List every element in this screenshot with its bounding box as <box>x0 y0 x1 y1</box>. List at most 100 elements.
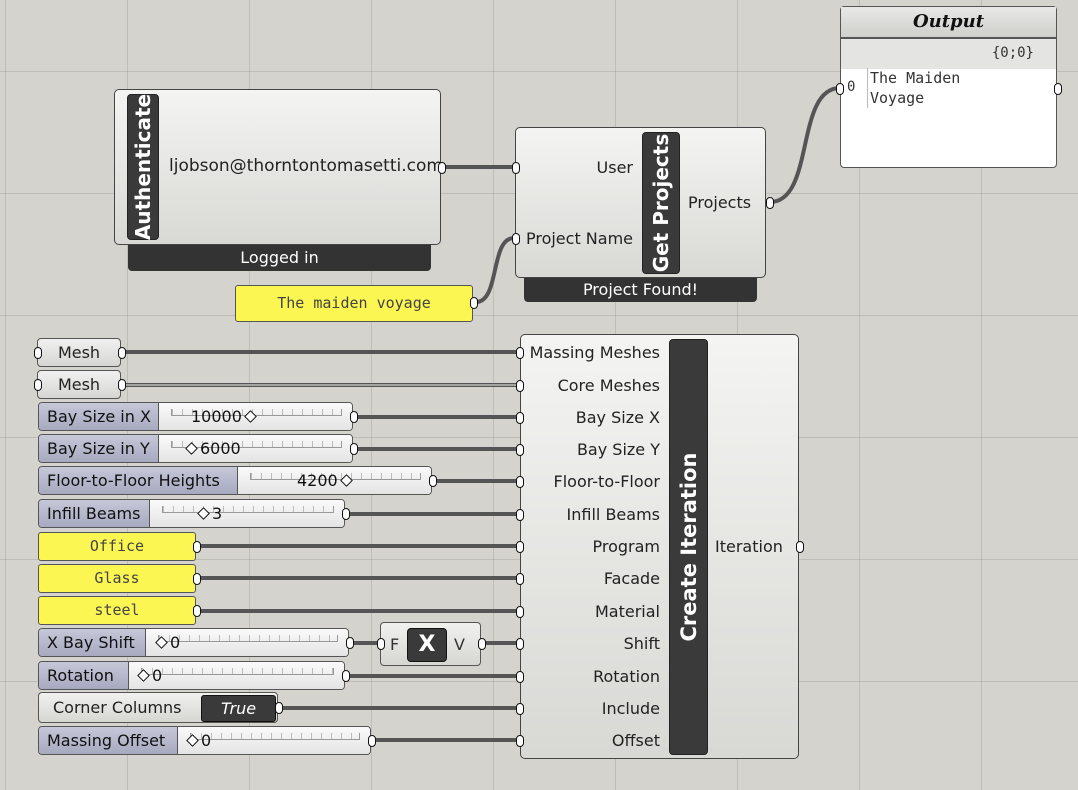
glass-panel-text: Glass <box>94 569 140 587</box>
pin-infill-beams[interactable] <box>516 509 524 521</box>
output-panel[interactable]: Output {0;0} 0 The Maiden Voyage <box>836 6 1062 168</box>
toggle-input-pin[interactable] <box>377 638 385 650</box>
massing-offset-value: 0 <box>184 727 211 754</box>
infill-beams-track[interactable] <box>150 500 344 527</box>
infill-beams-label: Infill Beams <box>39 500 150 527</box>
input-infill-beams: Infill Beams <box>566 505 660 524</box>
input-shift: Shift <box>623 634 660 653</box>
email-output: ljobson@thorntontomasetti.com <box>169 156 443 176</box>
bay-size-y-value: 6000 <box>183 435 241 462</box>
output-panel-path-bar: {0;0} <box>841 39 1056 69</box>
authenticate-title: Authenticate <box>131 93 155 241</box>
mesh-param-1[interactable]: Mesh <box>34 338 126 367</box>
massing-offset-output-pin[interactable] <box>368 735 376 747</box>
bay-size-x-slider[interactable]: Bay Size in X 10000 <box>38 402 358 431</box>
mesh-param-2-input-pin[interactable] <box>34 379 42 391</box>
steel-panel-pin[interactable] <box>193 605 201 617</box>
slider-handle-icon[interactable] <box>186 734 199 747</box>
mesh-param-2-output-pin[interactable] <box>118 379 126 391</box>
pin-facade[interactable] <box>516 573 524 585</box>
toggle-button[interactable]: X <box>407 628 447 662</box>
slider-handle-icon[interactable] <box>185 442 198 455</box>
pin-core-meshes[interactable] <box>516 380 524 392</box>
slider-handle-icon[interactable] <box>155 636 168 649</box>
projects-output-pin[interactable] <box>766 197 774 209</box>
floor-to-floor-label: Floor-to-Floor Heights <box>39 467 238 494</box>
pin-bay-size-x[interactable] <box>516 412 524 424</box>
rotation-label: Rotation <box>39 662 129 689</box>
rotation-output-pin[interactable] <box>342 670 350 682</box>
office-panel-pin[interactable] <box>193 541 201 553</box>
rotation-slider[interactable]: Rotation 0 <box>38 661 350 690</box>
glass-panel-pin[interactable] <box>193 573 201 585</box>
infill-beams-slider[interactable]: Infill Beams 3 <box>38 499 350 528</box>
bay-size-x-value: 10000 <box>191 403 259 430</box>
corner-columns-toggle[interactable]: Corner Columns True <box>38 692 283 723</box>
input-rotation: Rotation <box>593 667 660 686</box>
input-include: Include <box>601 699 660 718</box>
output-panel-output-pin[interactable] <box>1054 83 1062 95</box>
slider-handle-icon[interactable] <box>197 507 210 520</box>
toggle-x-icon: X <box>418 632 436 657</box>
slider-handle-icon[interactable] <box>244 410 257 423</box>
mesh-param-1-output-pin[interactable] <box>118 347 126 359</box>
pin-bay-size-y[interactable] <box>516 444 524 456</box>
toggle-output-pin[interactable] <box>478 638 486 650</box>
mesh-param-1-input-pin[interactable] <box>34 347 42 359</box>
pin-include[interactable] <box>516 703 524 715</box>
pin-shift[interactable] <box>516 638 524 650</box>
authenticate-component[interactable]: Authenticate ljobson@thorntontomasetti.c… <box>114 89 446 245</box>
input-massing-meshes: Massing Meshes <box>529 343 660 362</box>
pin-material[interactable] <box>516 606 524 618</box>
output-panel-input-pin[interactable] <box>836 83 844 95</box>
x-bay-shift-track[interactable] <box>146 629 348 656</box>
pin-rotation[interactable] <box>516 671 524 683</box>
slider-handle-icon[interactable] <box>137 669 150 682</box>
massing-offset-slider[interactable]: Massing Offset 0 <box>38 726 376 755</box>
authenticate-output-pin[interactable] <box>438 162 446 174</box>
corner-columns-value: True <box>220 699 257 718</box>
rotation-value: 0 <box>135 662 162 689</box>
input-core-meshes: Core Meshes <box>557 376 660 395</box>
project-name-panel-pin[interactable] <box>470 297 478 309</box>
pin-offset[interactable] <box>516 735 524 747</box>
corner-columns-value-button[interactable]: True <box>201 695 276 722</box>
wire-panel-projectname <box>475 236 515 304</box>
toggle-true-label: V <box>454 635 465 654</box>
massing-offset-label: Massing Offset <box>39 727 178 754</box>
pin-floor-to-floor[interactable] <box>516 476 524 488</box>
bay-size-x-output-pin[interactable] <box>350 411 358 423</box>
floor-to-floor-track[interactable] <box>238 467 431 494</box>
pin-program[interactable] <box>516 541 524 553</box>
pin-iteration-output[interactable] <box>796 541 804 553</box>
user-input-pin[interactable] <box>512 162 520 174</box>
x-bay-shift-slider[interactable]: X Bay Shift 0 <box>38 628 354 657</box>
input-floor-to-floor: Floor-to-Floor <box>553 472 661 491</box>
steel-panel[interactable]: steel <box>38 596 201 625</box>
pin-massing-meshes[interactable] <box>516 347 524 359</box>
corner-columns-output-pin[interactable] <box>275 702 283 714</box>
mesh-param-2[interactable]: Mesh <box>34 370 126 399</box>
create-iteration-title-bar: Create Iteration <box>669 339 708 755</box>
slider-handle-icon[interactable] <box>339 474 353 487</box>
project-name-input-pin[interactable] <box>512 233 520 245</box>
office-panel[interactable]: Office <box>38 532 201 561</box>
floor-to-floor-output-pin[interactable] <box>429 475 437 487</box>
shift-toggle[interactable]: F X V <box>377 622 486 666</box>
bay-size-y-slider[interactable]: Bay Size in Y 6000 <box>38 434 358 463</box>
rotation-track[interactable] <box>129 662 344 689</box>
create-iteration-component[interactable]: Massing Meshes Core Meshes Bay Size X Ba… <box>516 334 804 759</box>
glass-panel[interactable]: Glass <box>38 564 201 593</box>
massing-offset-track[interactable] <box>178 727 370 754</box>
bay-size-y-output-pin[interactable] <box>350 443 358 455</box>
x-bay-shift-value: 0 <box>153 629 180 656</box>
office-panel-text: Office <box>89 537 145 555</box>
floor-to-floor-slider[interactable]: Floor-to-Floor Heights 4200 <box>38 466 437 495</box>
authenticate-status: Logged in <box>128 245 431 271</box>
authenticate-title-bar: Authenticate <box>127 94 159 240</box>
infill-beams-output-pin[interactable] <box>342 508 350 520</box>
get-projects-component[interactable]: User Project Name Get Projects Projects <box>512 127 774 278</box>
create-iteration-title: Create Iteration <box>676 452 701 642</box>
project-name-panel[interactable]: The maiden voyage <box>235 285 478 322</box>
x-bay-shift-output-pin[interactable] <box>346 637 354 649</box>
